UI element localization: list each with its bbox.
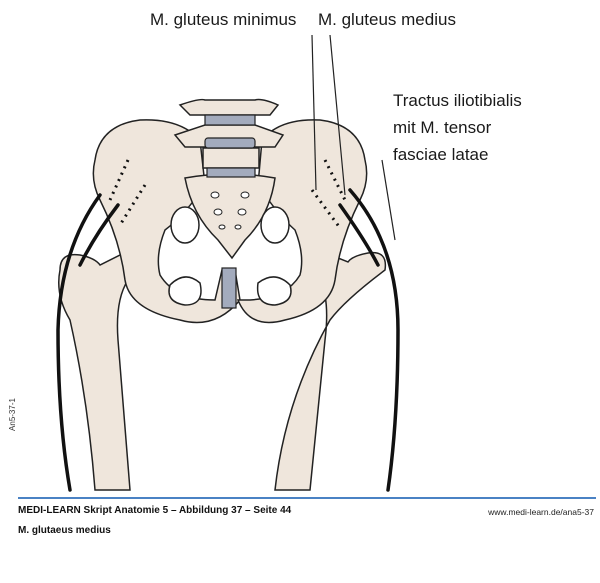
left-obturator <box>168 276 202 306</box>
leader-tractus <box>381 159 396 241</box>
right-tractus-line <box>348 188 400 492</box>
label-gluteus-medius: M. gluteus medius <box>318 10 456 29</box>
label-gluteus-minimus: M. gluteus minimus <box>150 10 297 29</box>
left-medius-line <box>78 203 120 267</box>
pelvis-illustration <box>56 34 400 492</box>
leader-medius <box>329 34 346 196</box>
right-obturator <box>256 276 292 306</box>
disc-2 <box>204 137 256 149</box>
caption-subtitle: M. glutaeus medius <box>18 525 111 536</box>
label-tractus-line3: fasciae latae <box>393 145 489 164</box>
sacrum <box>184 173 276 260</box>
leader-minimus <box>311 34 317 191</box>
disc-3 <box>206 167 256 178</box>
label-tractus-line1: Tractus iliotibialis <box>393 91 522 110</box>
vertebra-l4 <box>178 98 280 116</box>
pubic-symphysis <box>221 267 237 309</box>
caption-url: www.medi-learn.de/ana5-37 <box>488 507 594 517</box>
label-tractus: Tractus iliotibialis mit M. tensor fasci… <box>393 87 522 168</box>
caption-divider <box>18 497 596 499</box>
figure-code: An5-37-1 <box>7 398 17 431</box>
caption-title: MEDI-LEARN Skript Anatomie 5 – Abbildung… <box>18 505 292 516</box>
left-tractus-line <box>56 193 102 492</box>
label-tractus-line2: mit M. tensor <box>393 118 492 137</box>
right-medius-line <box>338 203 380 267</box>
left-femur <box>58 249 136 491</box>
disc-1 <box>204 114 256 126</box>
